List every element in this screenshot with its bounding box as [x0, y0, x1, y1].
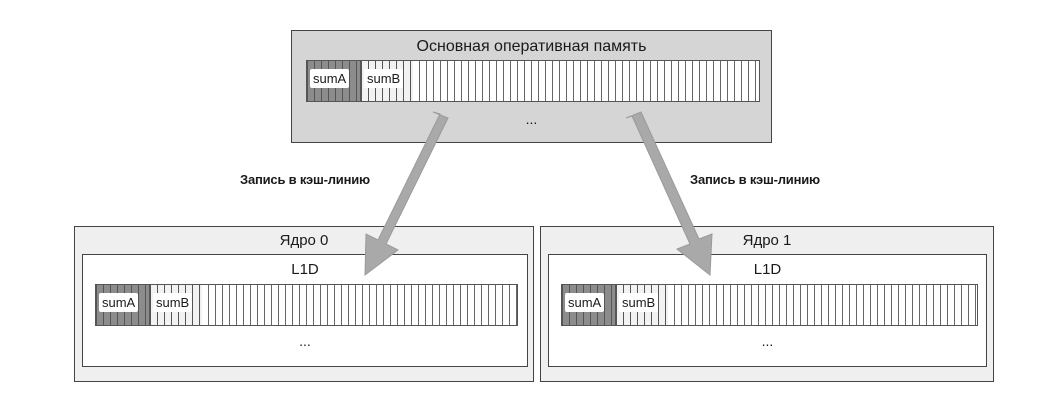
- core-1-l1d-cache: L1D sumA sumB ...: [548, 254, 987, 367]
- memory-ellipsis: ...: [525, 111, 538, 127]
- core-0-cell-suma: sumA: [96, 285, 149, 325]
- memory-suma-label: sumA: [310, 69, 350, 88]
- core-1-cell-sumb: sumB: [615, 285, 668, 325]
- core-1-sumb-label: sumB: [619, 293, 659, 312]
- main-memory-title: Основная оперативная память: [416, 38, 647, 55]
- core-0-l1d-title: L1D: [291, 261, 319, 278]
- core-1-ellipsis: ...: [761, 333, 774, 349]
- main-memory-cache-line: sumA sumB: [306, 60, 760, 102]
- core-0-title: Ядро 0: [279, 232, 329, 249]
- arrow-left-label: Запись в кэш-линию: [240, 172, 370, 187]
- core-0-ellipsis: ...: [299, 333, 311, 349]
- core-1-l1d-title: L1D: [753, 261, 782, 278]
- core-0-sumb-label: sumB: [153, 293, 193, 312]
- memory-sumb-label: sumB: [364, 69, 404, 88]
- core-0-suma-label: sumA: [99, 293, 139, 312]
- main-memory-block: Основная оперативная память sumA sumB ..…: [291, 30, 772, 143]
- memory-cell-suma: sumA: [307, 61, 360, 101]
- core-0-block: Ядро 0 L1D sumA sumB ...: [74, 226, 534, 382]
- core-1-suma-label: sumA: [565, 293, 605, 312]
- arrow-right-label: Запись в кэш-линию: [690, 172, 820, 187]
- core-1-block: Ядро 1 L1D sumA sumB ...: [540, 226, 994, 382]
- core-0-cell-sumb: sumB: [149, 285, 202, 325]
- core-0-l1d-cache: L1D sumA sumB ...: [82, 254, 528, 367]
- core-0-cache-line: sumA sumB: [95, 284, 518, 326]
- core-1-cache-line: sumA sumB: [561, 284, 978, 326]
- core-1-title: Ядро 1: [742, 232, 792, 249]
- core-1-cell-suma: sumA: [562, 285, 615, 325]
- memory-cell-sumb: sumB: [360, 61, 413, 101]
